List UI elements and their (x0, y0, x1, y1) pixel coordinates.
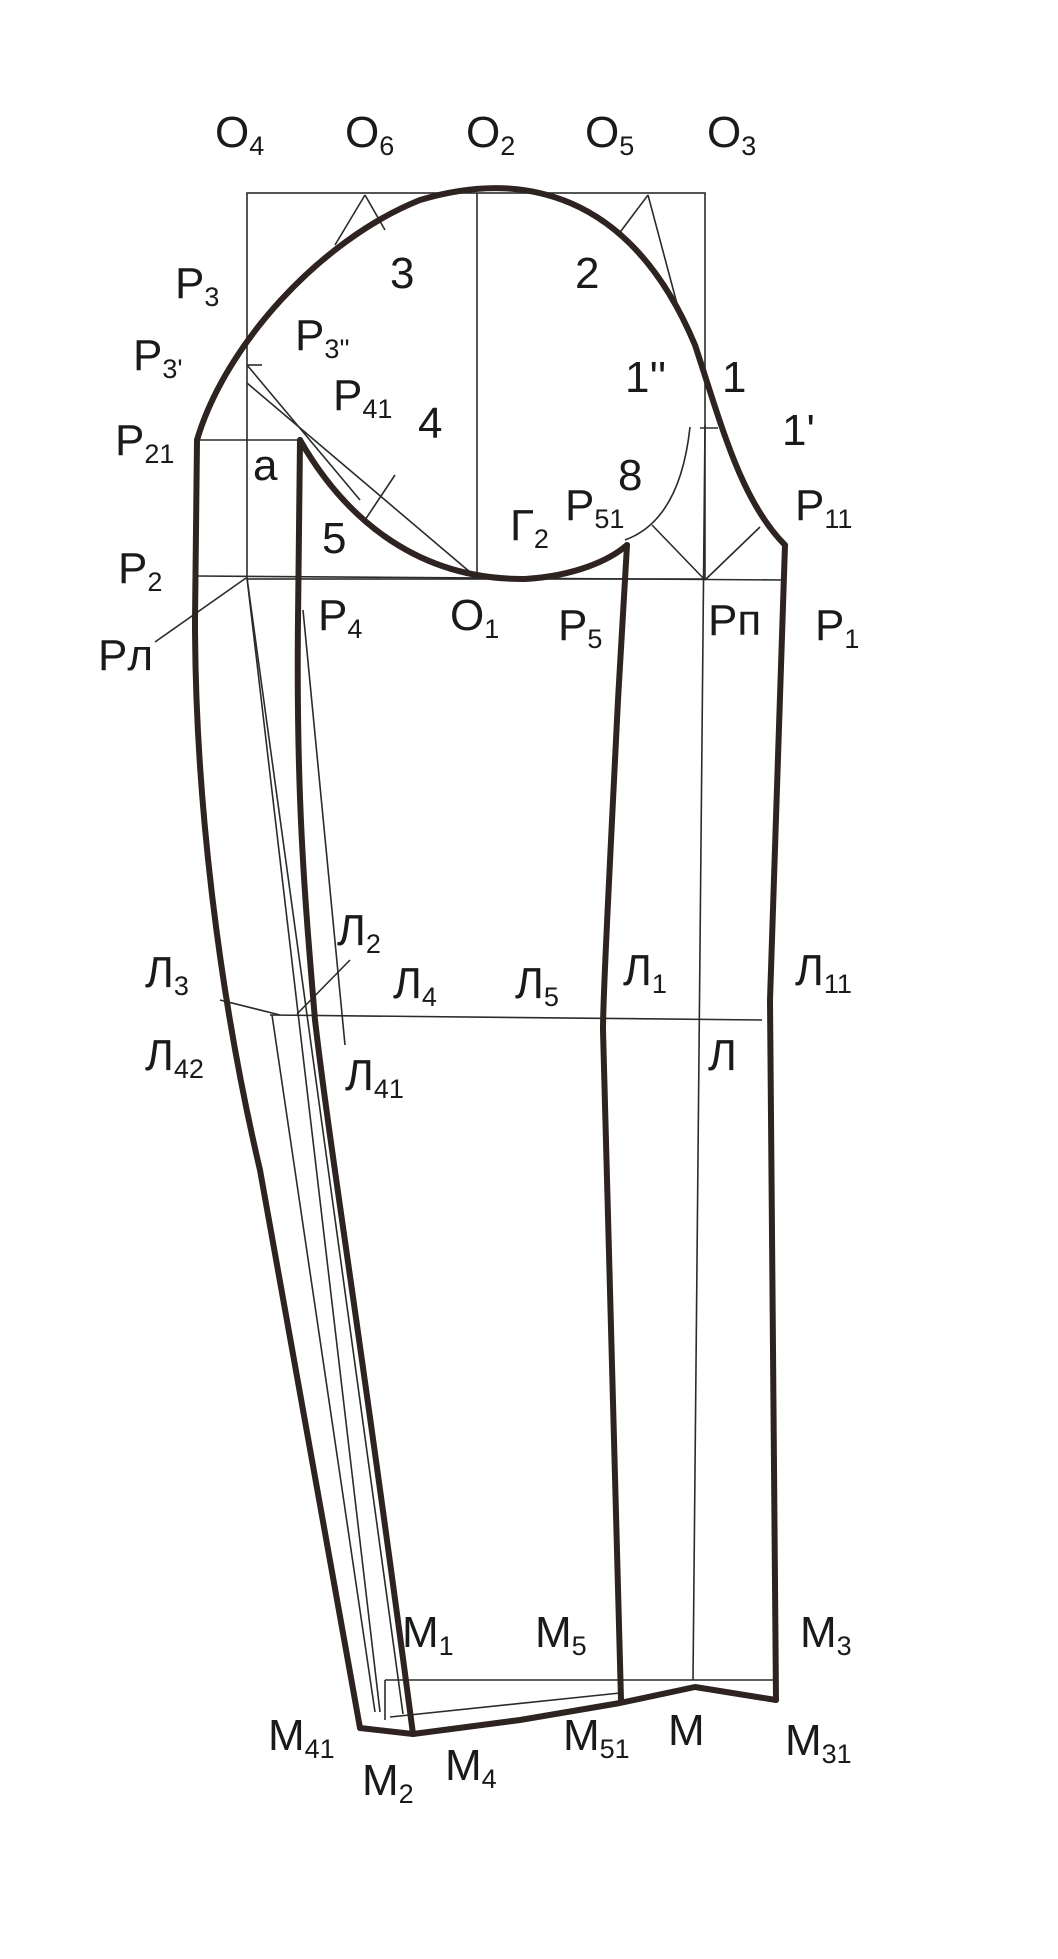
label-o6: O6 (345, 108, 394, 161)
label-p11: Р11 (795, 481, 852, 534)
back-axis-2 (246, 577, 404, 1715)
label-p21: Р21 (115, 416, 174, 469)
label-2: 2 (575, 249, 599, 298)
rl-leader (154, 577, 247, 643)
label-l42: Л42 (145, 1031, 204, 1084)
label-m2: М2 (362, 1756, 414, 1809)
sleeve-front-axis (692, 424, 706, 1681)
label-g2: Г2 (510, 501, 549, 554)
sleeve-cap-curve (194, 185, 788, 548)
label-4: 4 (418, 399, 442, 448)
rp-diag-right (704, 526, 761, 581)
label-m1: М1 (402, 1608, 454, 1661)
label-m5: М5 (535, 1608, 587, 1661)
label-p51: Р51 (565, 481, 624, 534)
label-o3: O3 (707, 108, 756, 161)
label-1: 1 (722, 353, 746, 402)
under-sleeve-back-seam (192, 437, 363, 1731)
p3-to-p41-curve-guide (246, 364, 361, 501)
label-3: 3 (390, 249, 414, 298)
label-m41: М41 (268, 1711, 335, 1764)
upper-sleeve-front-seam (600, 542, 630, 1703)
upper-sleeve-back-seam (294, 437, 416, 1737)
label-o1: О1 (450, 591, 499, 644)
o6-guide-right (364, 194, 386, 231)
label-l1: Л1 (623, 946, 667, 999)
label-o4: O4 (215, 108, 264, 161)
label-p3-double-prime: Р3'' (295, 311, 350, 364)
sleeve-cap-frame (246, 192, 706, 580)
point-8-arc (624, 426, 691, 541)
p41-perpendicular (364, 474, 396, 521)
label-rp: Рп (708, 596, 761, 645)
o5-guide-right (647, 194, 681, 316)
o6-guide-left (334, 194, 366, 246)
label-l: Л (708, 1031, 737, 1080)
label-p4: Р4 (318, 591, 362, 644)
m2-m4-seam-detail (389, 1692, 621, 1718)
p3-diagonal (246, 382, 478, 579)
l2-leader (296, 959, 351, 1015)
label-m4: М4 (445, 1741, 497, 1794)
label-1-prime: 1' (782, 406, 815, 455)
sleeve-outline (192, 185, 788, 1737)
label-p5: Р5 (558, 601, 602, 654)
label-p41: Р41 (333, 371, 392, 424)
label-m51: М51 (563, 1711, 630, 1764)
label-a: а (253, 441, 278, 490)
o5-guide-left (617, 194, 649, 236)
label-l11: Л11 (795, 946, 852, 999)
label-p2: Р2 (118, 544, 162, 597)
label-rl: Рл (98, 631, 153, 680)
label-p3: Р3 (175, 259, 219, 312)
label-m: М (668, 1706, 705, 1755)
label-1-double-prime: 1'' (625, 353, 666, 402)
label-m31: М31 (785, 1716, 852, 1769)
upper-sleeve-underarm-curve (297, 437, 630, 583)
label-p1: Р1 (815, 601, 859, 654)
label-o2: O2 (466, 108, 515, 161)
label-8: 8 (618, 451, 642, 500)
label-l5: Л5 (515, 959, 559, 1012)
sleeve-front-edge (767, 542, 788, 1703)
elbow-axis-lower-1 (271, 1014, 376, 1713)
label-l4: Л4 (393, 959, 437, 1012)
label-l41: Л41 (345, 1051, 404, 1104)
rp-diag-left (651, 524, 706, 581)
point-labels: O4 O6 O2 O5 O3 3 2 Р3 Р3' Р3'' 1'' 1 Р41… (98, 108, 859, 1809)
label-5: 5 (322, 514, 346, 563)
label-m3: М3 (800, 1608, 852, 1661)
back-axis-1 (246, 577, 381, 1713)
label-p3-prime: Р3' (133, 331, 183, 384)
label-o5: O5 (585, 108, 634, 161)
label-l2: Л2 (337, 906, 381, 959)
label-l3: Л3 (145, 948, 189, 1001)
sleeve-hem (357, 1684, 779, 1737)
elbow-line (269, 1014, 763, 1021)
construction-lines (154, 192, 784, 1720)
